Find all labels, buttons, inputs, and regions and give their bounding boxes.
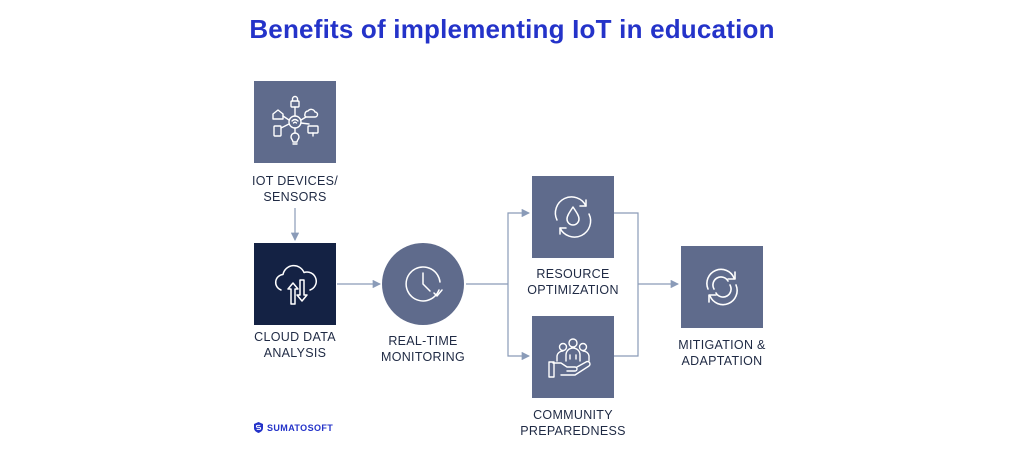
node-cloud-data-analysis bbox=[254, 243, 336, 325]
iot-network-icon bbox=[272, 95, 319, 145]
diagram-title: Benefits of implementing IoT in educatio… bbox=[249, 14, 775, 44]
node-mitigation-adaptation bbox=[681, 246, 763, 328]
label-real-time-monitoring: REAL-TIME MONITORING bbox=[380, 334, 466, 364]
clock-icon bbox=[405, 266, 443, 302]
water-drop-cycle-icon bbox=[554, 196, 592, 238]
label-iot-devices: IOT DEVICES/ SENSORS bbox=[251, 174, 339, 204]
brand-logo: SUMATOSOFT bbox=[254, 422, 333, 433]
connector-split-community bbox=[507, 284, 531, 361]
label-mitigation-adaptation: MITIGATION & ADAPTATION bbox=[678, 338, 766, 368]
sumatosoft-logo-icon bbox=[254, 422, 263, 433]
label-community-preparedness: COMMUNITY PREPAREDNESS bbox=[520, 408, 626, 438]
node-community-preparedness bbox=[532, 316, 614, 398]
connector-community-merge bbox=[614, 284, 639, 357]
cloud-sync-icon bbox=[275, 264, 317, 305]
label-resource-optimization: RESOURCE OPTIMIZATION bbox=[527, 267, 619, 297]
community-hand-icon bbox=[548, 338, 591, 378]
node-resource-optimization bbox=[532, 176, 614, 258]
label-cloud-data-analysis: CLOUD DATA ANALYSIS bbox=[254, 330, 336, 360]
refresh-cycle-icon bbox=[706, 268, 738, 306]
connector-resource-merge bbox=[614, 212, 639, 284]
brand-name: SUMATOSOFT bbox=[267, 422, 334, 433]
node-iot-devices bbox=[254, 81, 336, 163]
node-real-time-monitoring bbox=[382, 243, 464, 325]
connector-split-resource bbox=[507, 208, 531, 284]
